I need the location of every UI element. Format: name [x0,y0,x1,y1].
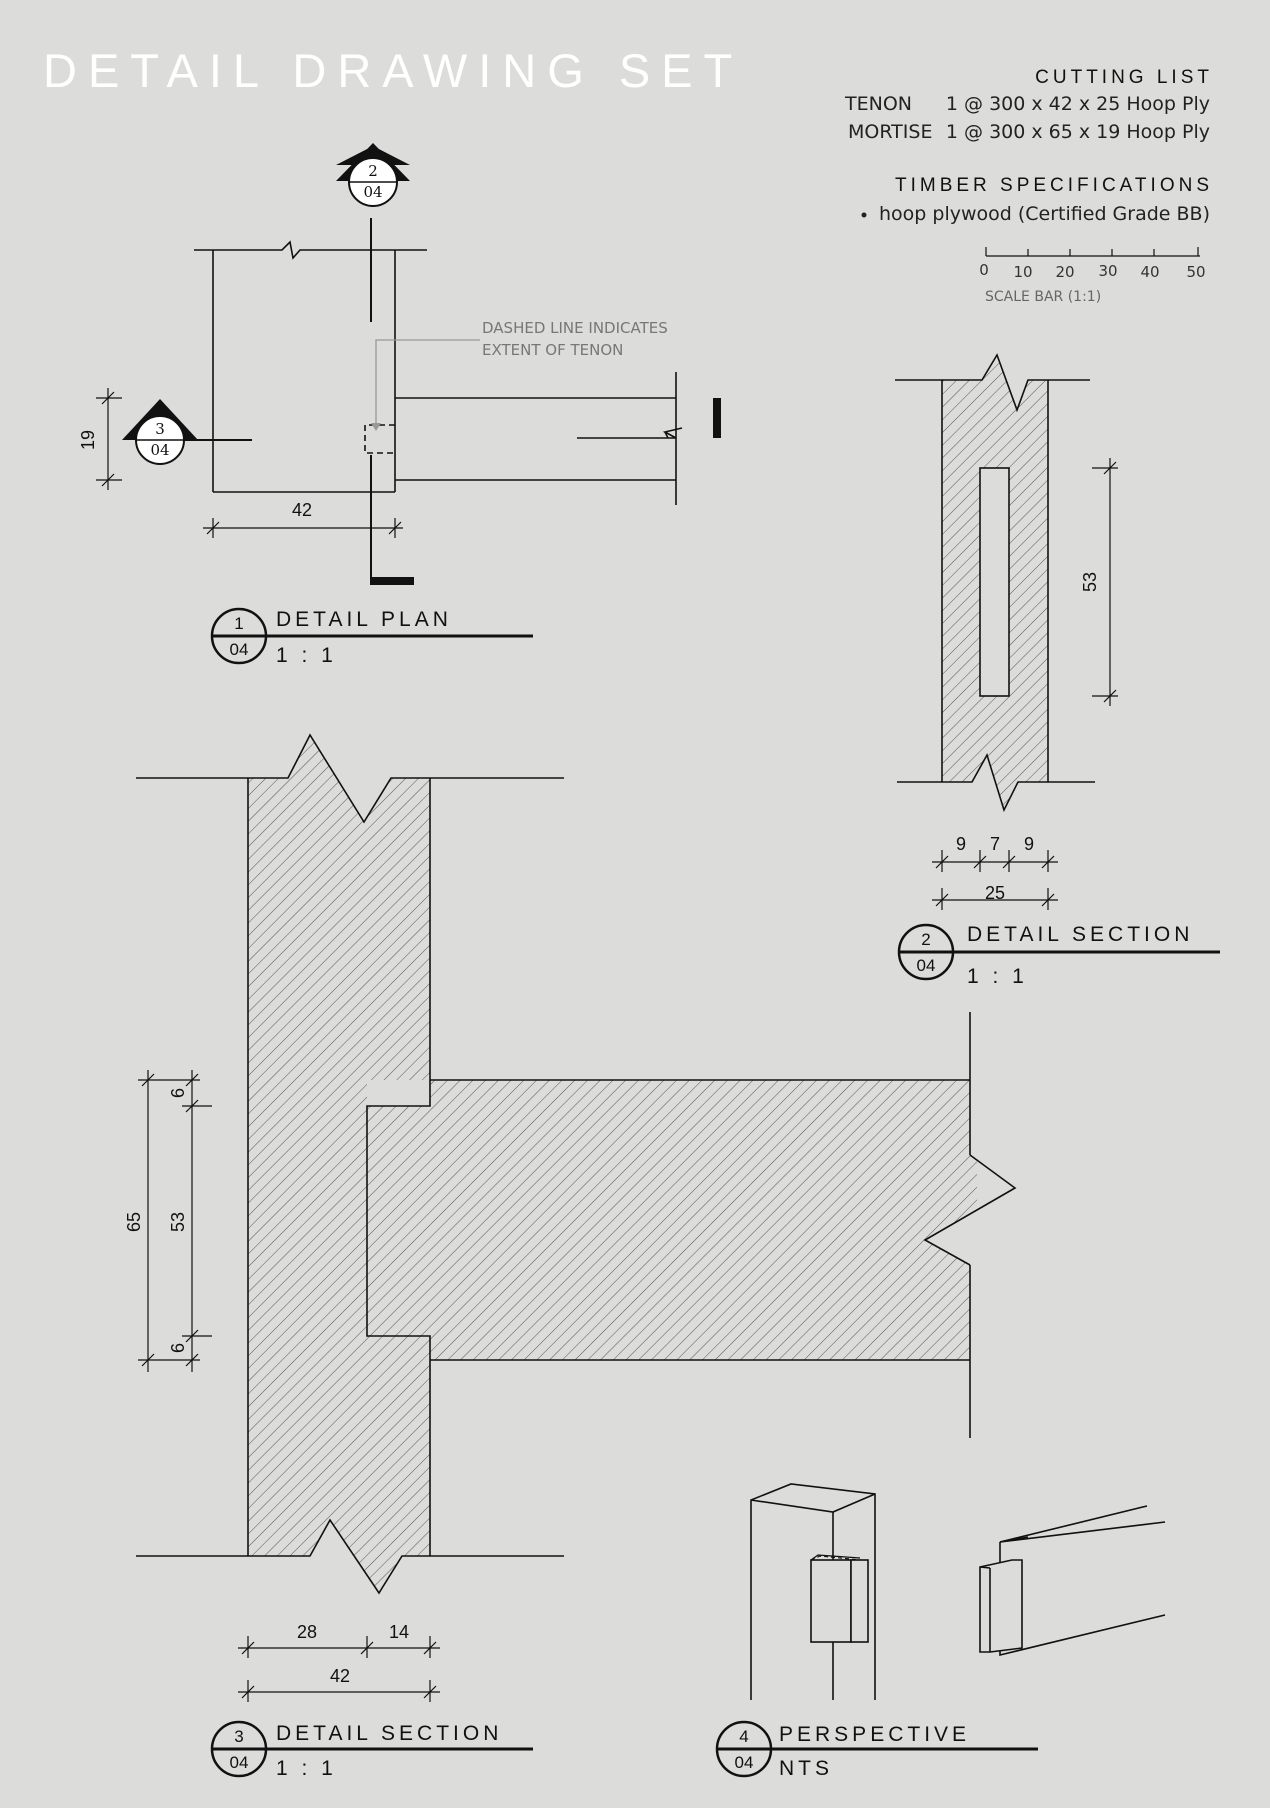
caption-detail-section-3: 3 04 DETAIL SECTION 1 : 1 [210,1720,533,1780]
caption-detail-plan: 1 04 DETAIL PLAN 1 : 1 [210,607,533,667]
sec2-dim-total: 25 [985,883,1005,903]
scale-tick-30: 30 [1098,262,1117,280]
caption-3-num: 3 [234,1727,243,1746]
cutting-spec-mortise: 1 @ 300 x 65 x 19 Hoop Ply [946,121,1210,143]
section-marker-2: 2 04 [336,143,410,207]
detail-plan: DASHED LINE INDICATES EXTENT OF TENON 42… [78,143,721,585]
caption-perspective: 4 04 PERSPECTIVE NTS [715,1720,1038,1780]
sec3-dim-w2: 14 [389,1622,409,1642]
caption-2-sheet: 04 [917,956,936,975]
caption-3-sheet: 04 [230,1753,249,1772]
cutting-item-tenon: TENON [844,93,912,115]
caption-1-title: DETAIL PLAN [276,608,452,631]
caption-4-num: 4 [739,1727,748,1746]
caption-4-sheet: 04 [735,1753,754,1772]
caption-4-scale: NTS [779,1757,833,1780]
caption-detail-section-2: 2 04 DETAIL SECTION 1 : 1 [897,923,1220,988]
marker-3-num: 3 [155,420,165,438]
sec3-dim-total: 42 [330,1666,350,1686]
sec3-dim-inner: 53 [168,1212,188,1232]
plan-dim-width: 42 [292,500,312,520]
caption-3-scale: 1 : 1 [276,1757,337,1780]
mortise-slot [979,467,1010,697]
perspective [750,1483,1166,1700]
sec3-dim-outer: 65 [124,1212,144,1232]
cutting-list: CUTTING LIST TENON 1 @ 300 x 42 x 25 Hoo… [844,67,1213,143]
caption-2-scale: 1 : 1 [967,965,1028,988]
bullet-icon [861,212,867,218]
sec3-dim-top: 6 [168,1088,188,1098]
section-marker-3: 3 04 [122,399,198,465]
sec2-dim-c: 9 [1024,834,1034,854]
plan-note-line2: EXTENT OF TENON [482,341,623,359]
scale-bar-label: SCALE BAR (1:1) [985,289,1101,305]
timber-specifications: TIMBER SPECIFICATIONS hoop plywood (Cert… [861,175,1213,225]
plan-note-line1: DASHED LINE INDICATES [482,319,668,337]
detail-section-3: 65 53 6 6 28 14 42 [124,733,1017,1702]
detail-section-2: 53 9 7 9 25 [895,353,1118,910]
scale-tick-40: 40 [1140,263,1159,281]
cutting-item-mortise: MORTISE [848,121,932,143]
sec2-dim-height: 53 [1080,572,1100,592]
cutting-list-heading: CUTTING LIST [1035,67,1213,88]
scale-tick-10: 10 [1013,263,1032,281]
sec3-dim-w1: 28 [297,1622,317,1642]
caption-1-scale: 1 : 1 [276,644,337,667]
marker-3-sheet: 04 [150,441,169,459]
caption-4-title: PERSPECTIVE [779,1723,970,1746]
sec2-dim-b: 7 [990,834,1000,854]
cutting-spec-tenon: 1 @ 300 x 42 x 25 Hoop Ply [946,93,1210,115]
sec3-dim-bottom: 6 [168,1343,188,1353]
sec2-dim-a: 9 [956,834,966,854]
caption-3-title: DETAIL SECTION [276,1722,502,1745]
caption-1-sheet: 04 [230,640,249,659]
marker-2-num: 2 [368,162,378,180]
timber-item: hoop plywood (Certified Grade BB) [879,203,1210,225]
sheet-title: DETAIL DRAWING SET [43,44,743,97]
scale-tick-0: 0 [979,261,989,279]
scale-bar: 0 10 20 30 40 50 SCALE BAR (1:1) [979,247,1206,305]
caption-2-title: DETAIL SECTION [967,923,1193,946]
scale-tick-50: 50 [1186,263,1205,281]
tenon-dashed-outline [364,424,395,454]
caption-1-num: 1 [234,614,243,633]
marker-2-sheet: 04 [363,183,382,201]
plan-dim-height: 19 [78,430,98,450]
scale-tick-20: 20 [1055,263,1074,281]
caption-2-num: 2 [921,930,930,949]
timber-heading: TIMBER SPECIFICATIONS [895,175,1213,196]
